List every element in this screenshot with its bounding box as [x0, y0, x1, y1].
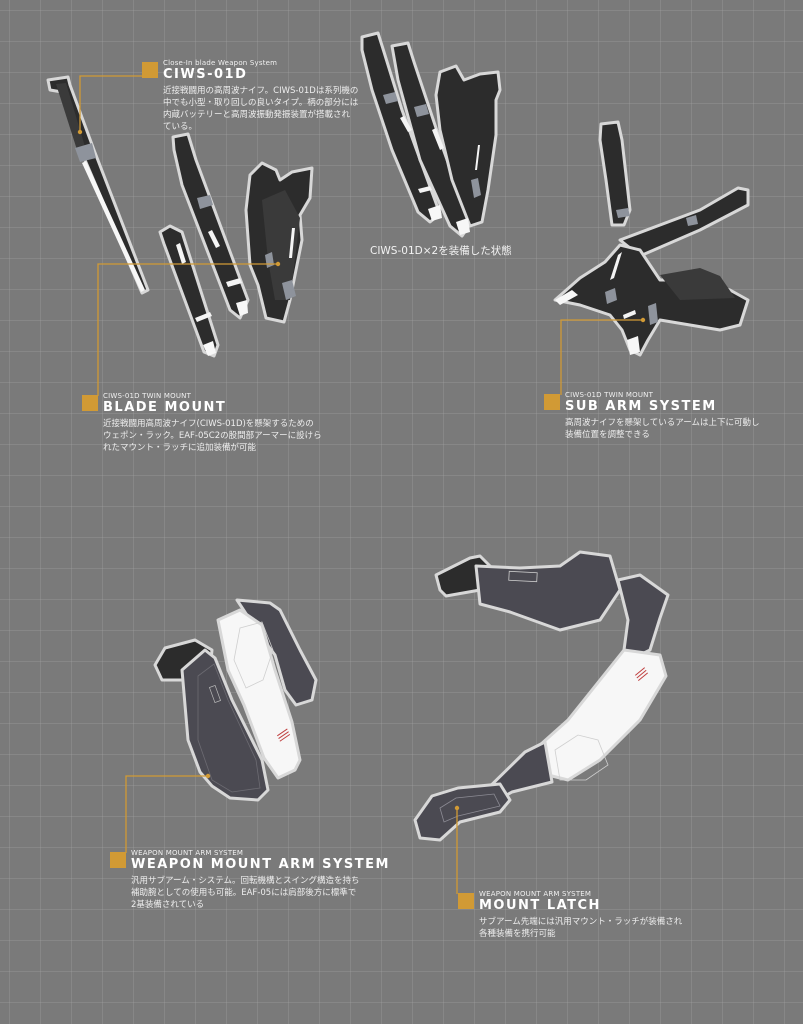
callout-description: 近接戦闘用の高周波ナイフ。CIWS-01Dは系列機の 中でも小型・取り回しの良い… [163, 85, 358, 133]
ciws-01d-x2-mounted-render [360, 31, 502, 238]
accent-square [82, 395, 98, 411]
description-line: サブアーム先端には汎用マウント・ラッチが装備され [479, 917, 683, 927]
callout-title: WEAPON MOUNT ARM SYSTEM [131, 857, 390, 872]
description-line: 近接戦闘用の高周波ナイフ。CIWS-01Dは系列機の [163, 86, 359, 96]
description-line: 汎用サブアーム・システム。回転機構とスイング構造を持ち [131, 876, 360, 886]
callout-subtitle: WEAPON MOUNT ARM SYSTEM [479, 890, 592, 898]
callout-subtitle: Close-In blade Weapon System [163, 59, 278, 67]
callout-title: BLADE MOUNT [103, 400, 227, 415]
callout-subtitle: CIWS-01D TWIN MOUNT [103, 392, 192, 400]
callout-description: 高周波ナイフを懸架しているアームは上下に可動し 装備位置を調整できる [565, 417, 759, 441]
callout-subtitle: CIWS-01D TWIN MOUNT [565, 391, 654, 399]
description-line: 装備位置を調整できる [565, 430, 650, 440]
description-line: 2基装備されている [131, 900, 205, 910]
sub-arm-system-render [553, 120, 750, 357]
callout-description: サブアーム先端には汎用マウント・ラッチが装備され 各種装備を携行可能 [479, 916, 682, 940]
accent-square [142, 62, 158, 78]
description-line: ている。 [163, 122, 198, 132]
description-line: 近接戦闘用高周波ナイフ(CIWS-01D)を懸架するための [103, 419, 314, 429]
description-line: 中でも小型・取り回しの良いタイプ。柄の部分には [163, 98, 359, 108]
accent-square [110, 852, 126, 868]
callout-description: 汎用サブアーム・システム。回転機構とスイング構造を持ち 補助腕としての使用も可能… [131, 875, 359, 911]
callout-title: MOUNT LATCH [479, 898, 601, 913]
description-line: ウェポン・ラック。EAF-05C2の股間部アーマーに設けら [103, 431, 322, 441]
callout-subtitle: WEAPON MOUNT ARM SYSTEM [131, 849, 244, 857]
callout-title: CIWS-01D [163, 67, 248, 82]
description-line: 補助腕としての使用も可能。EAF-05には肩部後方に標準で [131, 888, 357, 898]
mounted-state-caption: CIWS-01D×2を装備した状態 [370, 245, 512, 257]
ciws-01d-knife-render [46, 75, 150, 295]
description-line: 内蔵バッテリーと高周波振動発振装置が搭載され [163, 110, 351, 120]
leader-lines [77, 75, 646, 894]
callout-description: 近接戦闘用高周波ナイフ(CIWS-01D)を懸架するための ウェポン・ラック。E… [103, 418, 322, 454]
weapon-mount-arm-render [153, 598, 318, 802]
description-line: れたマウント・ラッチに追加装備が可能 [103, 443, 257, 453]
accent-square [458, 893, 474, 909]
mount-latch-render [413, 550, 670, 842]
callout-title: SUB ARM SYSTEM [565, 399, 717, 414]
description-line: 各種装備を携行可能 [479, 929, 556, 939]
accent-square [544, 394, 560, 410]
description-line: 高周波ナイフを懸架しているアームは上下に可動し [565, 418, 760, 428]
blade-mount-render [158, 132, 314, 358]
